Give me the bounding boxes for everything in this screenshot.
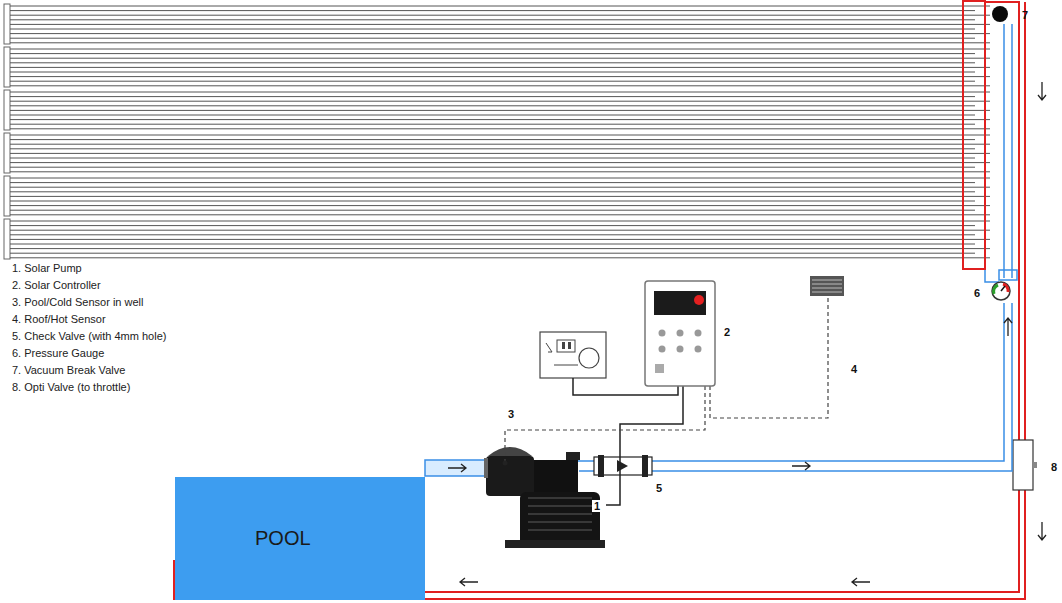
collector-tube bbox=[10, 10, 975, 11]
collector-tube bbox=[10, 135, 990, 136]
panel-end-cap bbox=[4, 133, 10, 173]
collector-tube bbox=[10, 38, 975, 39]
collector-tube bbox=[10, 257, 990, 258]
collector-tube bbox=[10, 58, 990, 59]
collector-tube bbox=[10, 110, 990, 111]
callout-number: 1 bbox=[592, 500, 602, 512]
collector-tube bbox=[10, 205, 990, 206]
solar-pump bbox=[484, 447, 605, 548]
collector-tube bbox=[10, 81, 975, 82]
collector-tube bbox=[10, 187, 990, 188]
collector-tube bbox=[10, 53, 975, 54]
roof-sensor bbox=[810, 276, 844, 296]
panel-end-cap bbox=[4, 4, 10, 44]
collector-tube bbox=[10, 128, 990, 129]
vacuum-break-valve bbox=[992, 6, 1008, 22]
collector-tube bbox=[10, 124, 975, 125]
callout-number: 7 bbox=[1022, 9, 1028, 21]
legend-item: 6. Pressure Gauge bbox=[12, 347, 104, 360]
flow-pipe bbox=[573, 24, 1017, 471]
collector-tube bbox=[10, 201, 975, 202]
panel-end-cap bbox=[4, 47, 10, 87]
collector-tube bbox=[10, 101, 990, 102]
collector-tube bbox=[10, 244, 975, 245]
collector-tube bbox=[10, 167, 975, 168]
legend-item: 8. Opti Valve (to throttle) bbox=[12, 381, 130, 394]
collector-tube bbox=[10, 153, 990, 154]
collector-tube bbox=[10, 139, 975, 140]
collector-header bbox=[963, 1, 985, 269]
collector-tube bbox=[10, 158, 975, 159]
pressure-gauge bbox=[992, 282, 1010, 300]
callout-number: 2 bbox=[724, 326, 730, 338]
collector-tube bbox=[10, 42, 990, 43]
pool-label: POOL bbox=[255, 527, 311, 550]
legend-item: 3. Pool/Cold Sensor in well bbox=[12, 296, 143, 309]
collector-tube bbox=[10, 49, 990, 50]
legend-item: 5. Check Valve (with 4mm hole) bbox=[12, 330, 166, 343]
callout-number: 4 bbox=[851, 363, 857, 375]
collector-tube bbox=[10, 144, 990, 145]
legend-item: 2. Solar Controller bbox=[12, 279, 101, 292]
collector-tube bbox=[10, 33, 990, 34]
collector-tube bbox=[10, 230, 990, 231]
check-valve bbox=[594, 455, 652, 477]
collector-tube bbox=[10, 62, 975, 63]
collector-tube bbox=[10, 148, 975, 149]
collector-tube bbox=[10, 92, 990, 93]
opti-valve-knob bbox=[1033, 462, 1037, 468]
callout-number: 5 bbox=[656, 482, 662, 494]
collector-tube bbox=[10, 76, 990, 77]
callout-number: 8 bbox=[1051, 461, 1057, 473]
collector-tube bbox=[10, 67, 990, 68]
collector-tube bbox=[10, 119, 990, 120]
panel-end-cap bbox=[4, 219, 10, 259]
collector-tube bbox=[10, 253, 975, 254]
collector-tube bbox=[10, 196, 990, 197]
collector-tube bbox=[10, 248, 990, 249]
collector-tube bbox=[10, 105, 975, 106]
legend-item: 1. Solar Pump bbox=[12, 262, 82, 275]
collector-tube bbox=[10, 239, 990, 240]
solar-controller bbox=[645, 281, 715, 386]
collector-tube bbox=[10, 162, 990, 163]
pool-box: POOL bbox=[175, 477, 425, 600]
collector-tube bbox=[10, 85, 990, 86]
collector-tube bbox=[10, 182, 975, 183]
legend-item: 7. Vacuum Break Valve bbox=[12, 364, 125, 377]
collector-tube bbox=[10, 96, 975, 97]
collector-tube bbox=[10, 6, 990, 7]
panel-end-cap bbox=[4, 90, 10, 130]
collector-tube bbox=[10, 29, 975, 30]
opti-valve bbox=[1013, 440, 1033, 490]
pool-sensor bbox=[503, 461, 508, 466]
power-wires bbox=[573, 378, 683, 505]
power-outlet bbox=[540, 332, 606, 378]
collector-tube bbox=[10, 210, 975, 211]
solar-collector-panels bbox=[4, 4, 990, 259]
collector-tube bbox=[10, 24, 990, 25]
collector-tube bbox=[10, 72, 975, 73]
collector-tube bbox=[10, 15, 990, 16]
suction-pipe bbox=[425, 460, 485, 476]
collector-tube bbox=[10, 19, 975, 20]
panel-end-cap bbox=[4, 176, 10, 216]
callout-number: 6 bbox=[974, 287, 980, 299]
collector-tube bbox=[10, 234, 975, 235]
collector-tube bbox=[10, 171, 990, 172]
collector-tube bbox=[10, 115, 975, 116]
legend-item: 4. Roof/Hot Sensor bbox=[12, 313, 106, 326]
collector-tube bbox=[10, 191, 975, 192]
callout-number: 3 bbox=[508, 408, 514, 420]
collector-tube bbox=[10, 221, 990, 222]
flow-arrows bbox=[448, 82, 1046, 586]
collector-tube bbox=[10, 225, 975, 226]
collector-tube bbox=[10, 178, 990, 179]
return-pipe bbox=[174, 2, 1025, 599]
collector-tube bbox=[10, 214, 990, 215]
